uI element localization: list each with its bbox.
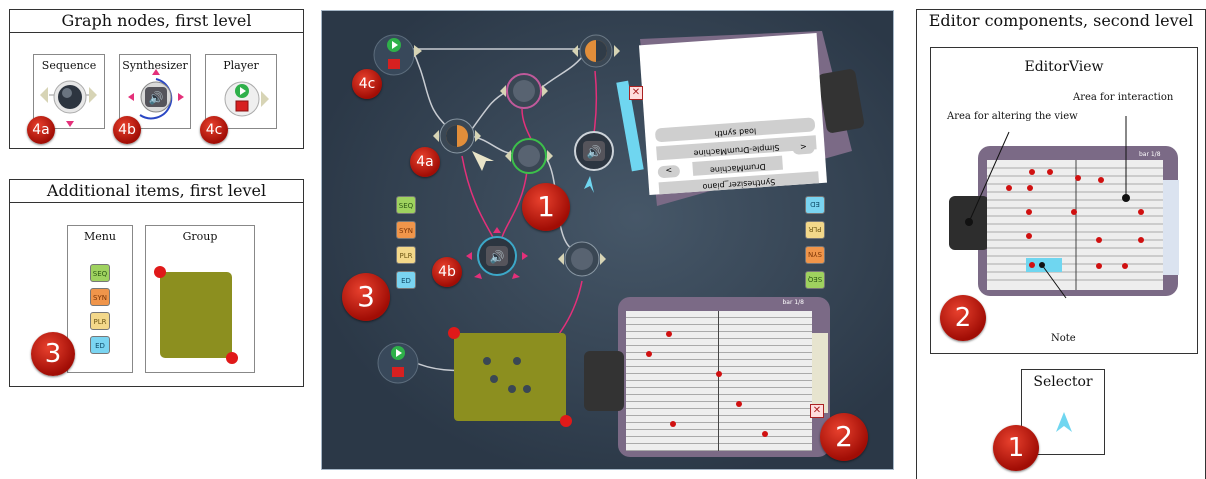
svg-text:🔊: 🔊 bbox=[490, 249, 505, 264]
editor-view-box: EditorView Area for interaction Area for… bbox=[930, 47, 1198, 354]
sequence-node-top-right[interactable] bbox=[572, 34, 620, 68]
selector-box: Selector bbox=[1021, 369, 1105, 455]
graph-nodes-title: Graph nodes, first level bbox=[10, 10, 303, 33]
editor-view-diagram: bar 1/8 bbox=[949, 116, 1179, 299]
canvas-seq-button[interactable]: SEQ bbox=[396, 196, 416, 214]
sequence-node-4a[interactable] bbox=[433, 118, 494, 171]
graph-nodes-panel: Graph nodes, first level Sequence 4a Syn… bbox=[9, 9, 304, 149]
group-shape bbox=[154, 266, 238, 364]
interaction-label: Area for interaction bbox=[1073, 92, 1174, 103]
group-box: Group bbox=[145, 225, 255, 373]
sequence-node-green[interactable] bbox=[505, 138, 553, 174]
sequence-label: Sequence bbox=[41, 59, 97, 72]
badge-2-right: 2 bbox=[940, 295, 986, 341]
nav-next-button[interactable]: > bbox=[792, 141, 815, 155]
player-node-bottom[interactable] bbox=[377, 342, 419, 384]
badge-4c: 4c bbox=[200, 116, 228, 144]
note-label: Note bbox=[1051, 333, 1076, 344]
menu-syn-button[interactable]: SYN bbox=[90, 288, 110, 306]
synthesizer-node-top[interactable]: 🔊 bbox=[574, 131, 614, 171]
badge-4b: 4b bbox=[113, 116, 141, 144]
badge-2-canvas: 2 bbox=[820, 413, 868, 461]
svg-text:🔊: 🔊 bbox=[149, 90, 164, 105]
badge-4a: 4a bbox=[27, 116, 55, 144]
badge-3-canvas: 3 bbox=[342, 273, 390, 321]
canvas-ed-button[interactable]: ED bbox=[396, 271, 416, 289]
note[interactable] bbox=[716, 371, 722, 377]
note[interactable] bbox=[736, 401, 742, 407]
menu-plr-button[interactable]: PLR bbox=[90, 312, 110, 330]
selector-arrow-icon bbox=[584, 176, 594, 193]
group-label: Group bbox=[182, 230, 218, 243]
editor-grid[interactable]: bar 1/8 bbox=[626, 299, 812, 451]
synthesizer-node-box: Synthesizer 🔊 bbox=[119, 54, 191, 129]
sequence-node-lower[interactable] bbox=[558, 241, 606, 277]
note[interactable] bbox=[670, 421, 676, 427]
sequence-node-box: Sequence bbox=[33, 54, 105, 129]
playhead-line bbox=[718, 311, 719, 451]
editor-bar-label: bar 1/8 bbox=[1139, 151, 1161, 158]
bar-label: bar 1/8 bbox=[782, 299, 804, 306]
synthesizer-label: Synthesizer bbox=[122, 59, 188, 72]
canvas-seq-button-flipped[interactable]: SEQ bbox=[805, 271, 825, 289]
additional-items-panel: Additional items, first level Menu SEQ S… bbox=[9, 179, 304, 387]
additional-items-title: Additional items, first level bbox=[10, 180, 303, 203]
note[interactable] bbox=[762, 431, 768, 437]
badge-1-right: 1 bbox=[993, 425, 1039, 471]
canvas-plr-button-flipped[interactable]: PLR bbox=[805, 221, 825, 239]
menu-box: Menu SEQ SYN PLR ED bbox=[67, 225, 133, 373]
synthesizer-node-4b[interactable]: 🔊 bbox=[466, 227, 528, 279]
selector-icon bbox=[1056, 412, 1072, 432]
note[interactable] bbox=[646, 351, 652, 357]
badge-4a-canvas: 4a bbox=[410, 147, 440, 177]
canvas-ed-button-flipped[interactable]: ED bbox=[805, 196, 825, 214]
synthesizer-node-icon: 🔊 bbox=[128, 69, 184, 120]
editor-list: load synth Simple-DrumMachine DrumMachin… bbox=[638, 32, 828, 196]
close-icon[interactable]: ✕ bbox=[810, 404, 824, 418]
note[interactable] bbox=[666, 331, 672, 337]
editor-components-panel: Editor components, second level EditorVi… bbox=[916, 9, 1206, 479]
list-item[interactable]: DrumMachine bbox=[692, 155, 784, 176]
badge-4c-canvas: 4c bbox=[352, 69, 382, 99]
menu-ed-button[interactable]: ED bbox=[90, 336, 110, 354]
badge-4b-canvas: 4b bbox=[432, 257, 462, 287]
canvas-syn-button[interactable]: SYN bbox=[396, 221, 416, 239]
menu-seq-button[interactable]: SEQ bbox=[90, 264, 110, 282]
editor-components-title: Editor components, second level bbox=[928, 11, 1194, 30]
player-node-top[interactable] bbox=[373, 34, 422, 76]
editor-view-label: EditorView bbox=[1024, 59, 1104, 75]
sequence-node-upper-mid[interactable] bbox=[500, 73, 548, 109]
altering-view-label: Area for altering the view bbox=[947, 111, 1078, 122]
selector-label: Selector bbox=[1033, 374, 1093, 390]
canvas-syn-button-flipped[interactable]: SYN bbox=[805, 246, 825, 264]
group-element[interactable] bbox=[448, 327, 572, 427]
close-icon[interactable]: ✕ bbox=[629, 86, 643, 100]
svg-text:🔊: 🔊 bbox=[587, 144, 602, 159]
badge-3-left: 3 bbox=[31, 332, 75, 376]
main-canvas[interactable]: 🔊 🔊 bbox=[321, 10, 894, 470]
player-node-icon bbox=[224, 81, 269, 117]
player-label: Player bbox=[223, 59, 259, 72]
menu-label: Menu bbox=[84, 230, 116, 243]
sequence-node-icon bbox=[40, 80, 97, 127]
nav-prev-button[interactable]: < bbox=[657, 164, 681, 179]
canvas-plr-button[interactable]: PLR bbox=[396, 246, 416, 264]
badge-1-canvas: 1 bbox=[522, 183, 570, 231]
